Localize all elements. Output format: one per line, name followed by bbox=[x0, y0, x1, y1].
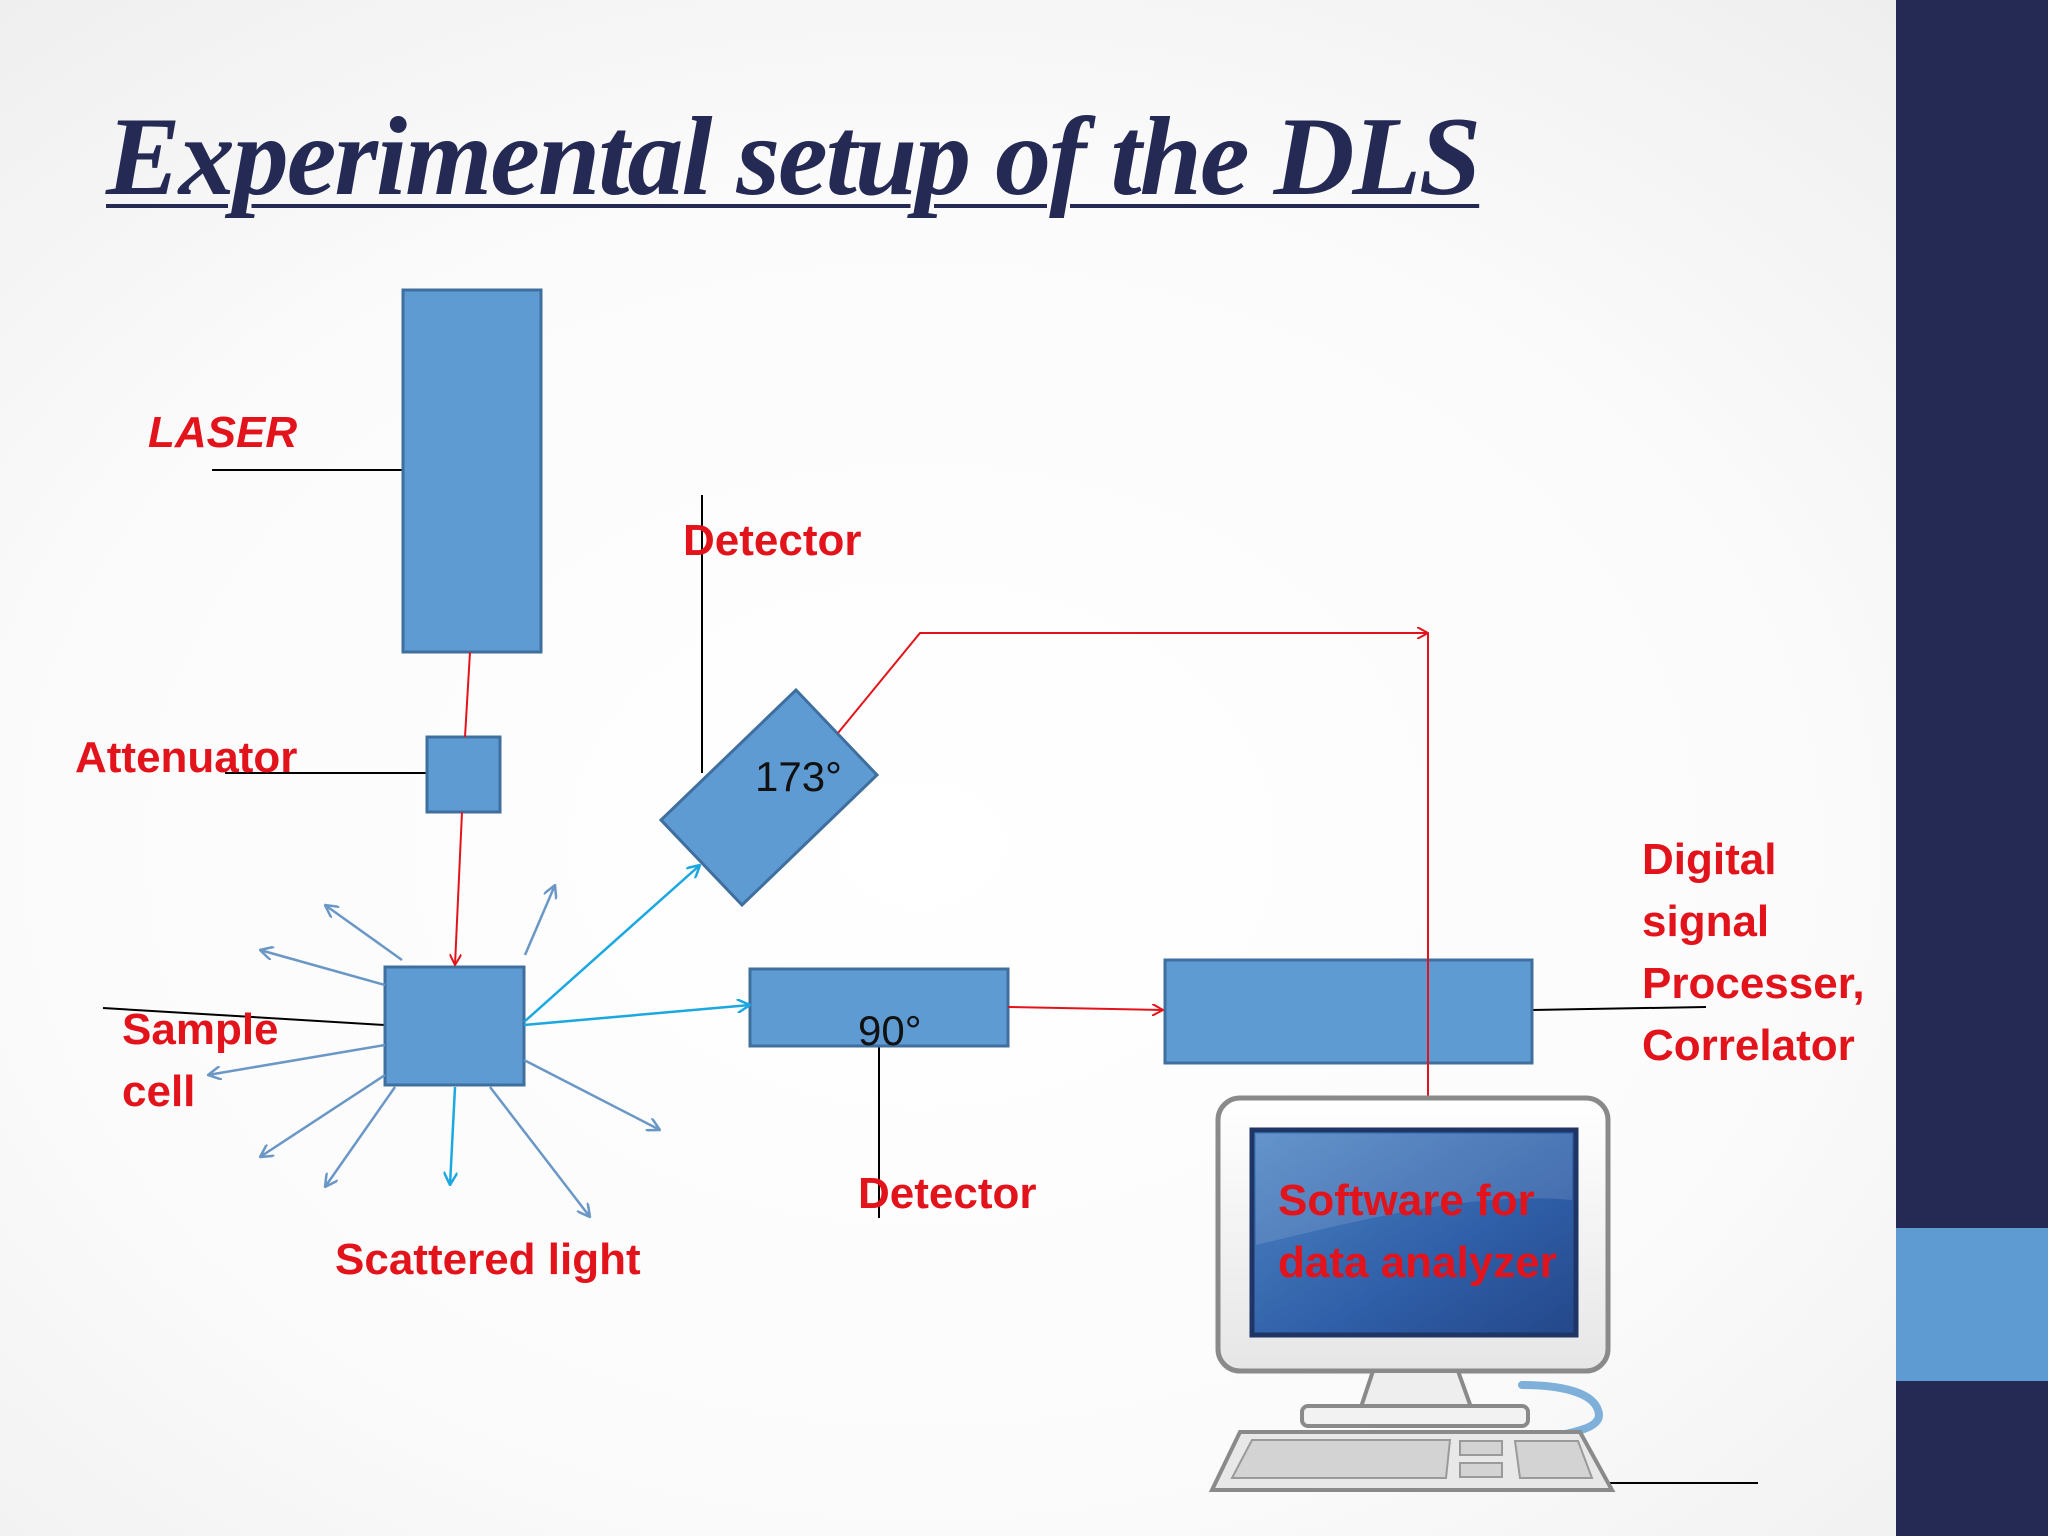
laser-beam-2 bbox=[455, 811, 463, 965]
laser-beam-1 bbox=[464, 651, 471, 738]
sample-cell-leader bbox=[102, 1007, 386, 1026]
detector-bottom-label: Detector bbox=[858, 1169, 1037, 1218]
angle-173-label: 173° bbox=[755, 753, 842, 800]
scatter-ray bbox=[523, 1058, 660, 1130]
dsp-label-line1: Digital bbox=[1642, 835, 1777, 884]
laser-label: LASER bbox=[148, 408, 298, 457]
scatter-ray bbox=[523, 885, 555, 956]
detector-90-signal bbox=[1007, 1007, 1163, 1010]
detector-90-box bbox=[748, 967, 1010, 1048]
detector-173-signal bbox=[837, 633, 1428, 734]
dsp-label-line3: Processer, bbox=[1642, 959, 1865, 1008]
dsp-label-line2: signal bbox=[1642, 897, 1770, 946]
sample-cell-box bbox=[383, 965, 526, 1087]
sample-cell-label-line1: Sample bbox=[122, 1005, 279, 1054]
computer-icon bbox=[1208, 1095, 1616, 1492]
laser-box bbox=[401, 288, 543, 654]
dls-diagram bbox=[102, 288, 1758, 1492]
attenuator-box bbox=[425, 735, 502, 814]
sample-cell-label-line2: cell bbox=[122, 1067, 196, 1116]
detector-173-box bbox=[658, 687, 880, 908]
angle-90-label: 90° bbox=[858, 1007, 922, 1054]
scatter-ray bbox=[325, 1086, 397, 1187]
scatter-ray bbox=[489, 1086, 590, 1217]
side-accent bbox=[1896, 1228, 2048, 1381]
dsp-leader bbox=[1531, 1006, 1707, 1011]
dsp-label-line4: Correlator bbox=[1642, 1021, 1855, 1070]
scatter-ray bbox=[260, 1073, 386, 1157]
scatter-to-90 bbox=[523, 1005, 750, 1027]
scatter-down bbox=[450, 1086, 455, 1185]
dsp-box bbox=[1163, 958, 1534, 1065]
scattered-light-label: Scattered light bbox=[335, 1235, 641, 1284]
scatter-ray bbox=[208, 1043, 386, 1075]
software-label-line1: Software for bbox=[1278, 1176, 1535, 1225]
attenuator-label: Attenuator bbox=[75, 733, 298, 782]
detector-top-label: Detector bbox=[683, 516, 862, 565]
slide-title: Experimental setup of the DLS bbox=[106, 95, 1481, 219]
scatter-to-173 bbox=[523, 865, 700, 1023]
scatter-ray bbox=[260, 950, 386, 987]
software-label-line2: data analyzer bbox=[1278, 1238, 1557, 1287]
scatter-ray bbox=[325, 905, 403, 962]
